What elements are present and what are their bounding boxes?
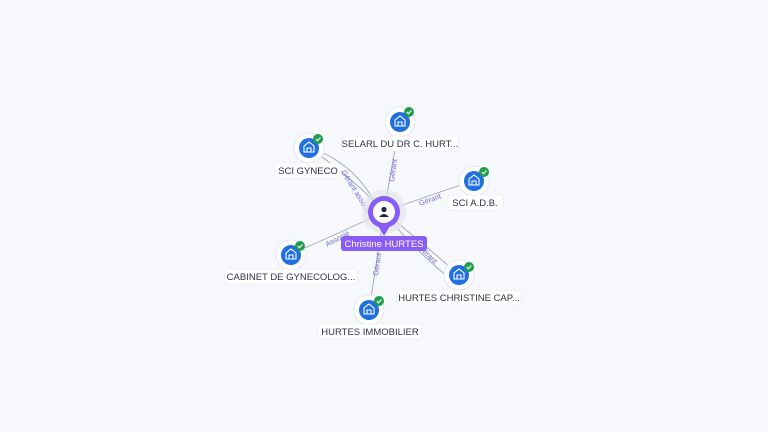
verified-check-icon (374, 296, 384, 306)
company-node-hurtes-immo[interactable]: HURTES IMMOBILIER (317, 294, 423, 340)
company-label-cabinet: CABINET DE GYNECOLOG... (227, 272, 356, 283)
verified-check-icon (313, 134, 323, 144)
verified-check-icon (464, 262, 474, 272)
person-node-christine-hurtes[interactable]: Christine HURTES (341, 190, 427, 251)
person-icon (379, 206, 389, 217)
node-label-bg (341, 135, 459, 152)
center-label: Christine HURTES (344, 239, 423, 250)
company-node-sci-adb[interactable]: SCI A.D.B. (446, 165, 504, 211)
edge-label-hurtes-immo: Gérant (371, 251, 383, 276)
company-label-hurtes-cap: HURTES CHRISTINE CAP... (398, 293, 520, 304)
company-node-hurtes-cap[interactable]: HURTES CHRISTINE CAP... (396, 259, 522, 306)
company-node-selarl[interactable]: SELARL DU DR C. HURT... (341, 106, 459, 152)
company-node-sci-gyneco[interactable]: SCI GYNECO (274, 132, 342, 179)
company-label-hurtes-immo: HURTES IMMOBILIER (321, 327, 419, 338)
company-label-sci-gyneco: SCI GYNECO (278, 166, 338, 177)
verified-check-icon (295, 241, 305, 251)
verified-check-icon (479, 167, 489, 177)
company-label-selarl: SELARL DU DR C. HURT... (342, 139, 459, 150)
verified-check-icon (404, 107, 414, 117)
edge-label-sci-adb: Gérant (418, 191, 443, 208)
edge-label-selarl: Gérant (387, 157, 399, 182)
center-label-bg (341, 236, 427, 251)
center-pin-tip (378, 226, 390, 236)
company-node-cabinet[interactable]: CABINET DE GYNECOLOG... (224, 239, 358, 285)
company-label-sci-adb: SCI A.D.B. (452, 198, 497, 209)
